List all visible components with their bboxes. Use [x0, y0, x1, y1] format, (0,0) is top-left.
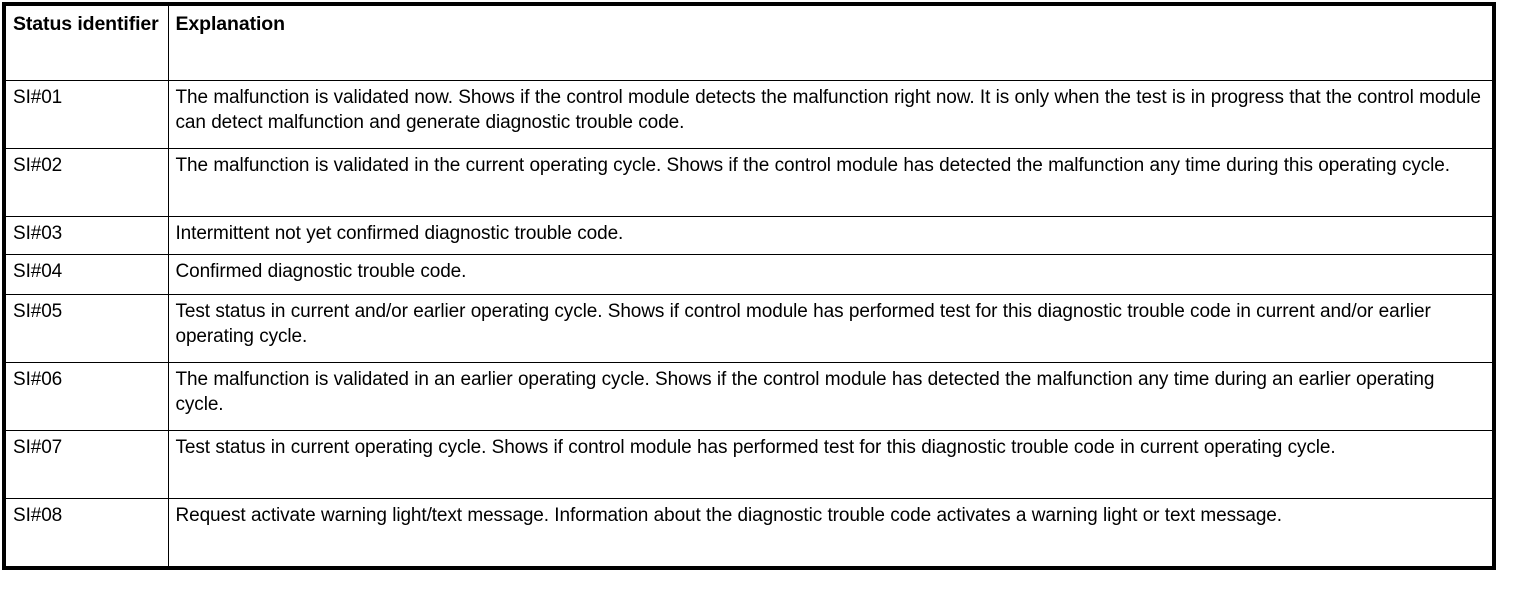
cell-status-identifier: SI#07	[3, 430, 169, 499]
cell-explanation: Request activate warning light/text mess…	[167, 498, 1495, 569]
table-row: SI#06 The malfunction is validated in an…	[3, 362, 1495, 431]
cell-explanation: The malfunction is validated now. Shows …	[167, 80, 1495, 149]
table-row: SI#07 Test status in current operating c…	[3, 430, 1495, 499]
cell-explanation: Test status in current operating cycle. …	[167, 430, 1495, 499]
table-row: SI#02 The malfunction is validated in th…	[3, 148, 1495, 217]
column-header-explanation: Explanation	[167, 3, 1495, 81]
table-body: SI#01 The malfunction is validated now. …	[3, 80, 1495, 569]
column-header-status-identifier: Status identifier	[3, 3, 169, 81]
cell-explanation: The malfunction is validated in an earli…	[167, 362, 1495, 431]
cell-status-identifier: SI#04	[3, 254, 169, 295]
cell-explanation: The malfunction is validated in the curr…	[167, 148, 1495, 217]
cell-status-identifier: SI#03	[3, 216, 169, 255]
cell-explanation: Intermittent not yet confirmed diagnosti…	[167, 216, 1495, 255]
cell-explanation: Confirmed diagnostic trouble code.	[167, 254, 1495, 295]
cell-explanation: Test status in current and/or earlier op…	[167, 294, 1495, 363]
cell-status-identifier: SI#06	[3, 362, 169, 431]
status-identifier-table: Status identifier Explanation SI#01 The …	[2, 2, 1496, 570]
table-header-row: Status identifier Explanation	[3, 3, 1495, 81]
cell-status-identifier: SI#01	[3, 80, 169, 149]
table-row: SI#05 Test status in current and/or earl…	[3, 294, 1495, 363]
cell-status-identifier: SI#05	[3, 294, 169, 363]
table-row: SI#04 Confirmed diagnostic trouble code.	[3, 254, 1495, 295]
table-row: SI#01 The malfunction is validated now. …	[3, 80, 1495, 149]
table-row: SI#03 Intermittent not yet confirmed dia…	[3, 216, 1495, 255]
table-row: SI#08 Request activate warning light/tex…	[3, 498, 1495, 569]
cell-status-identifier: SI#02	[3, 148, 169, 217]
table-header: Status identifier Explanation	[3, 3, 1495, 81]
cell-status-identifier: SI#08	[3, 498, 169, 569]
